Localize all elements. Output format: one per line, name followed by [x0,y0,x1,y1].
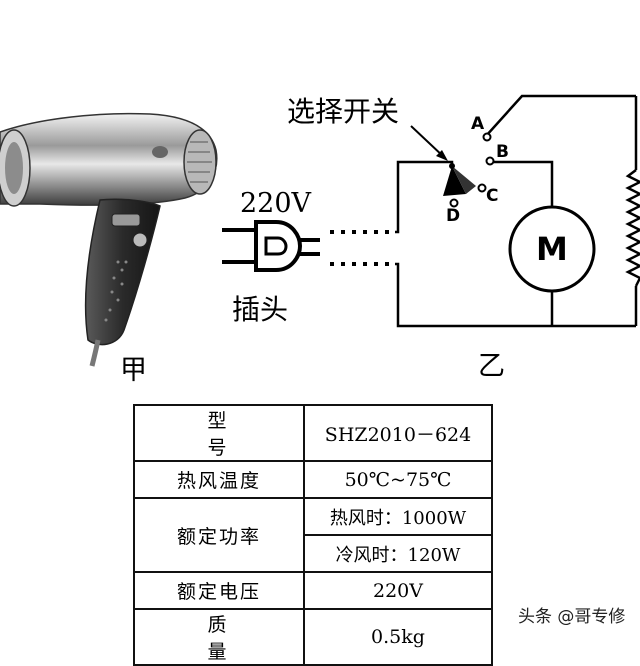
terminal-label-a: A [471,114,485,134]
terminal-label-d: D [446,206,461,226]
plug-symbol [222,220,320,272]
spec-table: 型 号 SHZ2010－624 热风温度 50℃~75℃ 额定功率 热风时：10… [133,404,493,666]
table-row: 冷风时：120W [134,534,493,573]
dotted-leads [330,230,395,266]
motor-symbol [508,205,596,293]
spec-value-cold-power: 冷风时：120W [303,534,493,573]
terminal-label-b: B [496,142,509,162]
motor-label: M [536,230,568,268]
spec-value-hot-power: 热风时：1000W [303,497,493,536]
heater-resistor [625,169,640,287]
spec-key-model: 型 号 [133,404,305,462]
plug-label: 插头 [232,293,289,326]
switch-pointer-arrow [410,125,448,161]
hair-dryer-image [0,112,218,367]
switch-label: 选择开关 [287,95,400,128]
circuit-figure [0,94,640,367]
watermark: 头条 @哥专修 [514,600,630,629]
spec-value-hot-air-temp: 50℃~75℃ [303,460,493,499]
spec-key-mass: 质 量 [133,608,305,666]
spec-value-rated-voltage: 220V [303,571,493,610]
spec-key-rated-power: 额定功率 [133,497,305,573]
table-row: 额定功率 热风时：1000W [133,497,493,573]
table-row: 型 号 SHZ2010－624 [133,404,493,462]
spec-value-mass: 0.5kg [303,608,493,666]
spec-key-hot-air-temp: 热风温度 [133,460,305,499]
circuit-wires [395,94,638,328]
spec-key-rated-voltage: 额定电压 [133,571,305,610]
spec-value-model: SHZ2010－624 [303,404,493,462]
label-jia: 甲 [120,355,147,386]
table-row: 额定电压 220V [133,571,493,610]
table-row: 质 量 0.5kg [133,608,493,666]
selector-switch [443,132,495,208]
label-yi: 乙 [478,351,505,382]
terminal-label-c: C [486,186,499,206]
voltage-label: 220V [240,188,312,219]
table-row: 热风温度 50℃~75℃ [133,460,493,499]
